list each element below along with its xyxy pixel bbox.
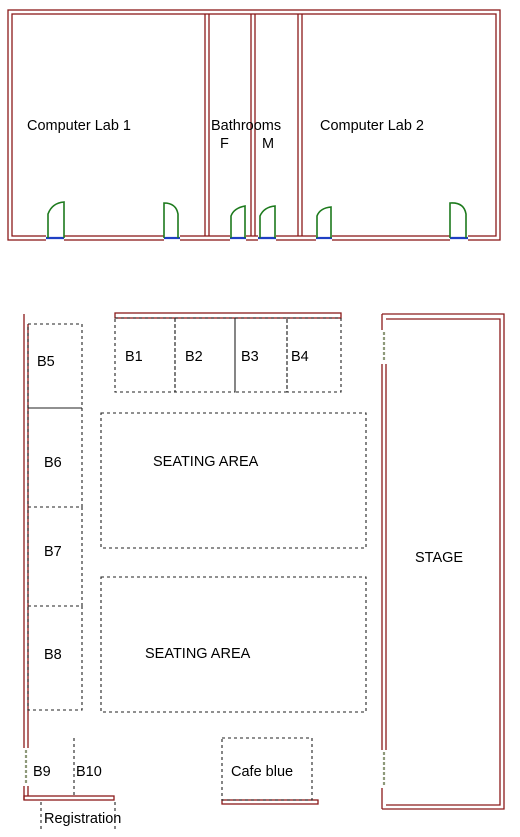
- label-seating-area-2: SEATING AREA: [145, 646, 251, 662]
- label-computer-lab-1: Computer Lab 1: [27, 118, 131, 134]
- label-b1: B1: [125, 349, 143, 365]
- booth-column-left: B5 B6 B7 B8: [27, 323, 83, 711]
- seating-area-1: [100, 412, 367, 549]
- seating-area-2: [100, 576, 367, 713]
- label-computer-lab-2: Computer Lab 2: [320, 118, 424, 134]
- label-b2: B2: [185, 349, 203, 365]
- label-stage: STAGE: [415, 550, 463, 566]
- label-bathrooms: Bathrooms: [211, 118, 281, 134]
- door-bathroom-male: [258, 205, 276, 242]
- outer-wall-inner: [11, 13, 497, 237]
- cafe: Cafe blue: [221, 737, 313, 801]
- label-b10: B10: [76, 764, 102, 780]
- label-bathroom-male: M: [262, 136, 274, 152]
- label-b9: B9: [33, 764, 51, 780]
- booth-b8: [27, 605, 83, 711]
- door-lab2-left: [316, 206, 332, 242]
- booth-b2: [174, 317, 236, 393]
- entrance-booths: B9 B10 Registration: [33, 738, 121, 832]
- label-bathroom-female: F: [220, 136, 229, 152]
- top-building: Computer Lab 1 Bathrooms F M Computer La…: [7, 9, 501, 242]
- label-b7: B7: [44, 544, 62, 560]
- door-lab1-left: [46, 201, 65, 242]
- label-b3: B3: [241, 349, 259, 365]
- cafe-wall: [221, 799, 319, 805]
- door-lab2-right: [449, 202, 468, 242]
- label-b5: B5: [37, 354, 55, 370]
- booth-b1: [114, 317, 176, 393]
- cafe-booth: [221, 737, 313, 801]
- label-b4: B4: [291, 349, 309, 365]
- booth-row-top-wall: [114, 312, 342, 319]
- booth-b3: [234, 317, 288, 393]
- stage-wall-inner: [386, 318, 501, 806]
- label-b8: B8: [44, 647, 62, 663]
- label-cafe: Cafe blue: [231, 764, 293, 780]
- outer-wall-outer: [7, 9, 501, 241]
- seating-areas: SEATING AREA SEATING AREA: [100, 412, 367, 713]
- door-lab1-right: [163, 202, 180, 242]
- booth-row-top: B1 B2 B3 B4: [114, 317, 342, 393]
- label-registration: Registration: [44, 811, 121, 827]
- door-bathroom-female: [230, 205, 246, 242]
- booth-b4: [286, 317, 342, 393]
- label-seating-area-1: SEATING AREA: [153, 454, 259, 470]
- label-b6: B6: [44, 455, 62, 471]
- stage-wall-outer: [382, 313, 505, 810]
- registration-wall: [23, 795, 115, 801]
